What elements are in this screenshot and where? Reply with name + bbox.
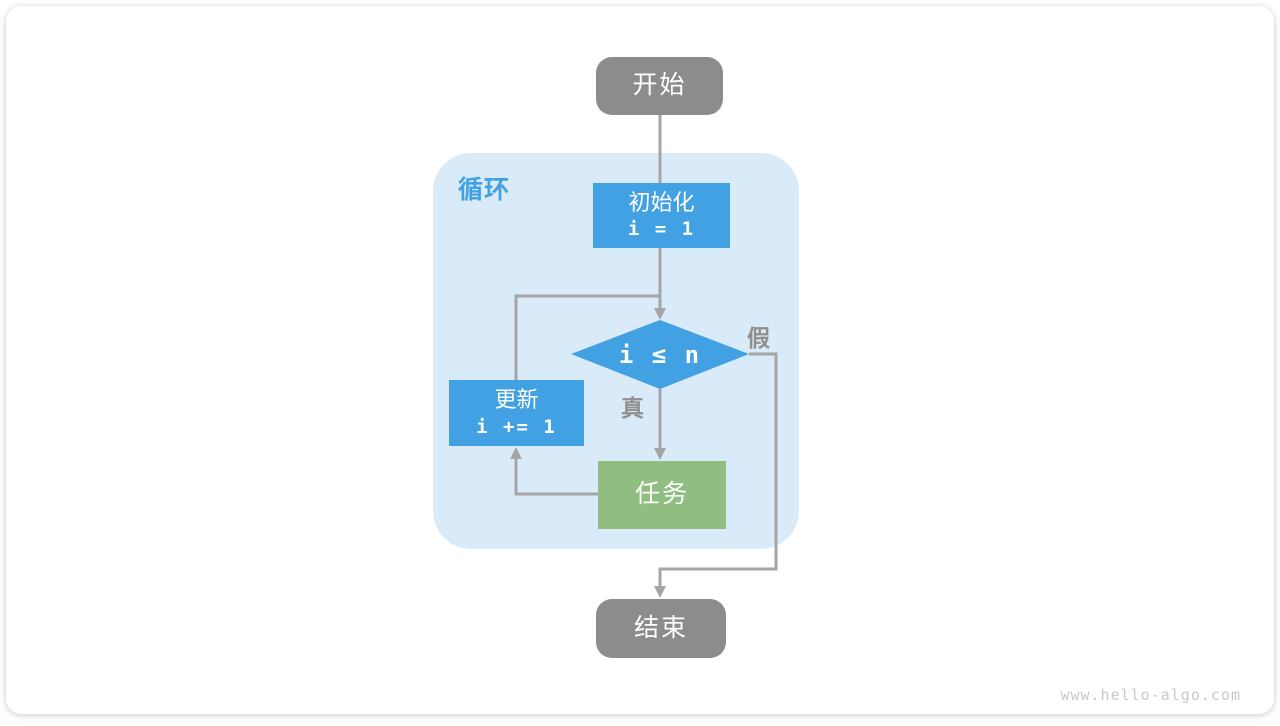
condition-node-label: i ≤ n xyxy=(570,320,750,389)
branch-true-label: 真 xyxy=(621,389,644,423)
site-watermark: www.hello-algo.com xyxy=(1060,686,1241,704)
update-node: 更新 i += 1 xyxy=(449,380,584,446)
end-node: 结束 xyxy=(596,599,726,658)
update-node-code: i += 1 xyxy=(476,416,557,440)
flowchart-stage: 循环 开始 初始化 i = 1 i xyxy=(6,6,1280,726)
start-node-label: 开始 xyxy=(632,70,686,101)
loop-region-label: 循环 xyxy=(458,170,510,206)
start-node: 开始 xyxy=(596,57,723,115)
update-node-title: 更新 xyxy=(494,386,538,414)
init-node: 初始化 i = 1 xyxy=(593,183,730,248)
diagram-card: 循环 开始 初始化 i = 1 i xyxy=(6,6,1274,714)
branch-false-label: 假 xyxy=(747,319,770,353)
task-node-label: 任务 xyxy=(635,479,689,510)
task-node: 任务 xyxy=(598,461,726,529)
init-node-code: i = 1 xyxy=(628,218,695,242)
end-node-label: 结束 xyxy=(634,613,688,644)
arrowhead-end-top xyxy=(654,586,666,598)
init-node-title: 初始化 xyxy=(628,189,694,217)
